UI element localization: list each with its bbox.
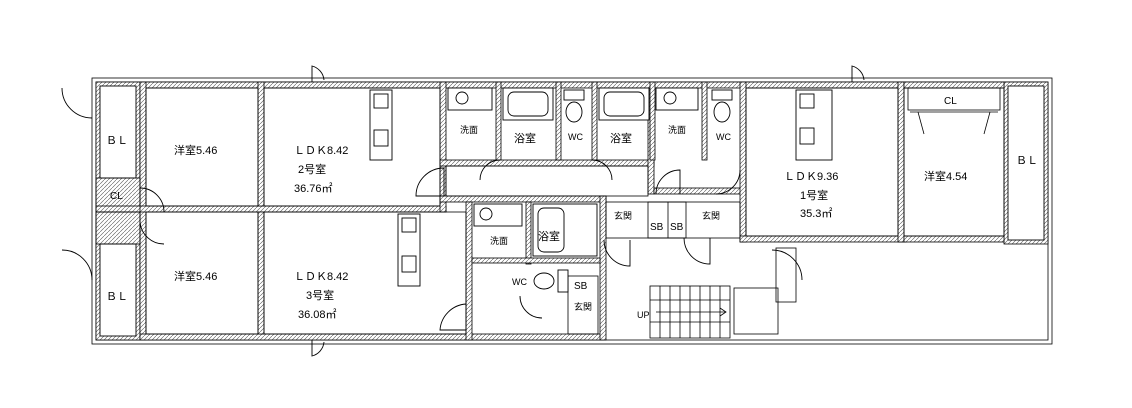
unit2-cl-label: CL bbox=[110, 191, 123, 202]
unit2-wc-label: WC bbox=[568, 132, 583, 142]
fixtures bbox=[369, 87, 998, 293]
unit2-bl-label: ＢＬ bbox=[106, 135, 128, 147]
unit3-name-label: 3号室 bbox=[306, 288, 334, 302]
unit1-wash-label: 洗面 bbox=[668, 124, 686, 135]
unit2-area-label: 36.76㎡ bbox=[294, 182, 333, 195]
unit3-wc-label: WC bbox=[512, 277, 527, 287]
unit1-entrance-label: 玄関 bbox=[702, 210, 720, 221]
interior-lines bbox=[95, 87, 1005, 335]
unit3-ldk-label: ＬＤＫ8.42 bbox=[294, 271, 348, 283]
unit1-sb-label: SB bbox=[670, 222, 684, 233]
unit1-area-label: 35.3㎡ bbox=[800, 207, 832, 220]
unit3-sb-label: SB bbox=[574, 281, 588, 292]
unit3-area-label: 36.08㎡ bbox=[298, 308, 337, 321]
unit1-western-room-label: 洋室4.54 bbox=[924, 169, 967, 183]
unit2-ldk-label: ＬＤＫ8.42 bbox=[294, 145, 348, 157]
unit1-cl-label: CL bbox=[944, 96, 957, 107]
stairs-up-label: UP bbox=[637, 310, 650, 320]
unit3-bath-label: 浴室 bbox=[538, 229, 560, 243]
room-labels: 洋室5.46 ＬＤＫ8.42 2号室 36.76㎡ ＢＬ CL 洗面 浴室 WC… bbox=[106, 96, 1038, 321]
unit1-ldk-label: ＬＤＫ9.36 bbox=[784, 171, 838, 183]
unit1-wc-label: WC bbox=[716, 132, 731, 142]
doors bbox=[61, 65, 865, 357]
unit3-western-room-label: 洋室5.46 bbox=[174, 269, 217, 283]
unit3-wash-label: 洗面 bbox=[490, 235, 508, 246]
unit2-wash-label: 洗面 bbox=[460, 124, 478, 135]
unit3-entrance-label: 玄関 bbox=[574, 301, 592, 312]
unit2-entrance-label: 玄関 bbox=[614, 210, 632, 221]
unit3-bl-label: ＢＬ bbox=[106, 291, 128, 303]
unit2-bath-label: 浴室 bbox=[514, 131, 536, 145]
unit2-western-room-label: 洋室5.46 bbox=[174, 143, 217, 157]
unit1-name-label: 1号室 bbox=[800, 188, 828, 202]
unit2-sb-label: SB bbox=[650, 222, 664, 233]
unit1-bath-label: 浴室 bbox=[610, 131, 632, 145]
unit1-bl-label: ＢＬ bbox=[1016, 155, 1038, 167]
unit2-name-label: 2号室 bbox=[298, 162, 326, 176]
stairs bbox=[649, 247, 797, 339]
